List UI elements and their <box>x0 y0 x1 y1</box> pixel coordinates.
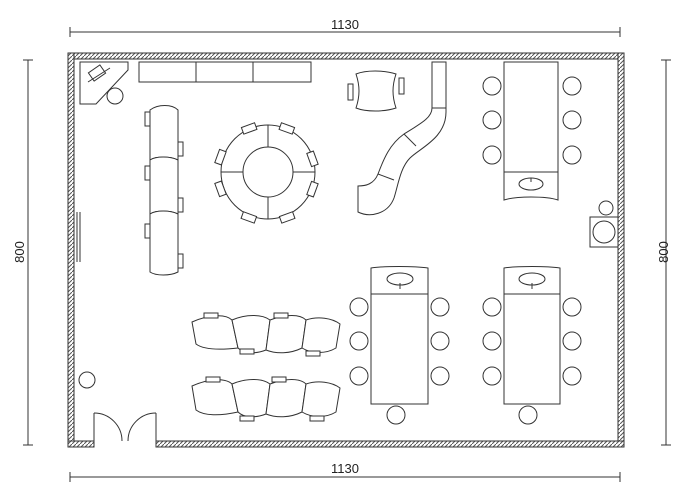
corner-desk <box>79 61 129 105</box>
dimension-bottom: 1130 <box>69 461 621 482</box>
stool <box>78 371 96 389</box>
lab-table-bottom-middle <box>349 266 450 425</box>
left-wall-window <box>76 212 81 262</box>
s-shaped-desk <box>357 61 447 216</box>
dimension-right-label: 800 <box>656 241 671 263</box>
wave-desk-row-2 <box>191 376 341 422</box>
entrance-door <box>93 412 157 442</box>
dimension-left: 800 <box>12 59 33 446</box>
lab-table-top-right <box>482 61 582 201</box>
dimension-right: 800 <box>656 59 671 446</box>
wall-sink <box>589 200 619 248</box>
pair-table <box>347 70 405 112</box>
round-table <box>214 122 319 224</box>
left-wave-desks <box>144 105 184 276</box>
dimension-bottom-label: 1130 <box>331 461 359 476</box>
wall-cabinets <box>138 61 312 83</box>
teacher-chair <box>106 87 124 105</box>
wave-desk-row-1 <box>191 312 341 357</box>
dimension-left-label: 800 <box>12 241 27 263</box>
walls <box>67 52 625 448</box>
dimension-top: 1130 <box>69 17 621 37</box>
dimension-top-label: 1130 <box>331 17 359 32</box>
lab-table-bottom-right <box>482 266 582 425</box>
